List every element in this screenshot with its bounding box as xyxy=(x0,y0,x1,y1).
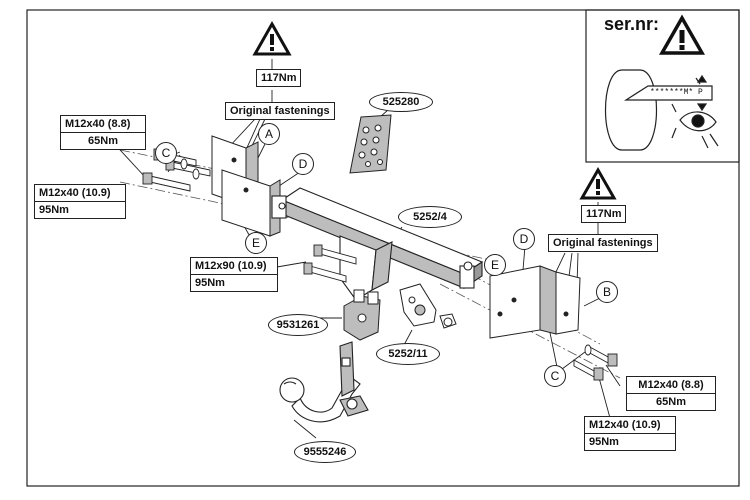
ref-letter-d-right: D xyxy=(513,228,535,250)
bolt-spec-text: M12x40 (8.8) xyxy=(65,118,131,130)
bolt-torque-text: 95Nm xyxy=(191,274,277,291)
bolt-torque-text: 95Nm xyxy=(35,201,125,218)
bolt-spec-left-lower: M12x40 (10.9) 95Nm xyxy=(34,184,126,219)
bolt-spec-right-upper: M12x40 (8.8) 65Nm xyxy=(626,376,716,411)
warning-triangle-icon xyxy=(658,14,706,55)
ref-letter-e-mid: E xyxy=(484,254,506,276)
right-bracket xyxy=(489,265,581,339)
axis-line xyxy=(119,149,261,179)
bolt-spec-left-upper: M12x40 (8.8) 65Nm xyxy=(60,115,146,150)
torque-label-right: 117Nm xyxy=(581,205,627,223)
bolt-spec-right-lower: M12x40 (10.9) 95Nm xyxy=(584,416,676,451)
serial-plate-illustration xyxy=(604,69,719,151)
part-number-bracket-plate: 5252/11 xyxy=(376,343,440,365)
left-bracket xyxy=(211,135,281,237)
socket-holder xyxy=(343,289,381,341)
ref-letter-d-left: D xyxy=(292,153,314,175)
serial-inset-frame xyxy=(585,9,740,163)
ref-letter-c-right: C xyxy=(544,365,566,387)
bolt-spec-text: M12x40 (10.9) xyxy=(39,187,111,199)
outer-frame xyxy=(26,9,740,487)
serial-number-label: ser.nr: xyxy=(604,14,660,34)
fastenings-top-text: Original fastenings xyxy=(230,105,330,117)
bolt-torque-text: 95Nm xyxy=(585,433,675,450)
bolt-spec-center: M12x90 (10.9) 95Nm xyxy=(190,257,278,292)
bolt-torque-text: 65Nm xyxy=(627,393,715,410)
torque-top-value: 117Nm xyxy=(261,72,297,84)
original-fastenings-label-right: Original fastenings xyxy=(548,234,658,252)
center-bolts xyxy=(303,244,357,283)
warning-triangle-icon xyxy=(252,20,292,56)
ref-letter-c-left: C xyxy=(155,142,177,164)
bolt-spec-text: M12x40 (8.8) xyxy=(638,379,704,391)
part-number-bolt-kit: 525280 xyxy=(369,92,433,112)
bolt-spec-text: M12x40 (10.9) xyxy=(589,419,661,431)
ref-letter-a: A xyxy=(258,123,280,145)
part-number-tow-ball: 9555246 xyxy=(294,441,356,463)
ref-letter-b: B xyxy=(596,281,618,303)
axis-line xyxy=(439,283,621,379)
warning-triangle-icon xyxy=(579,166,617,200)
bolt-kit-bag xyxy=(349,114,392,174)
bolt-spec-text: M12x90 (10.9) xyxy=(195,260,267,272)
tow-ball xyxy=(279,341,369,423)
part-number-socket-holder: 9531261 xyxy=(268,314,328,336)
right-bolts xyxy=(573,344,618,381)
torque-label-top: 117Nm xyxy=(256,69,302,87)
original-fastenings-label-top: Original fastenings xyxy=(225,102,335,120)
part-number-crossbar: 5252/4 xyxy=(398,206,462,228)
torque-right-value: 117Nm xyxy=(586,208,622,220)
bracket-plate xyxy=(399,283,457,329)
crossbar-tube xyxy=(271,187,484,301)
bolt-torque-text: 65Nm xyxy=(61,132,145,149)
fastenings-right-text: Original fastenings xyxy=(553,237,653,249)
serial-plate-code: *******M* P xyxy=(650,88,703,97)
ref-letter-e-left: E xyxy=(245,232,267,254)
